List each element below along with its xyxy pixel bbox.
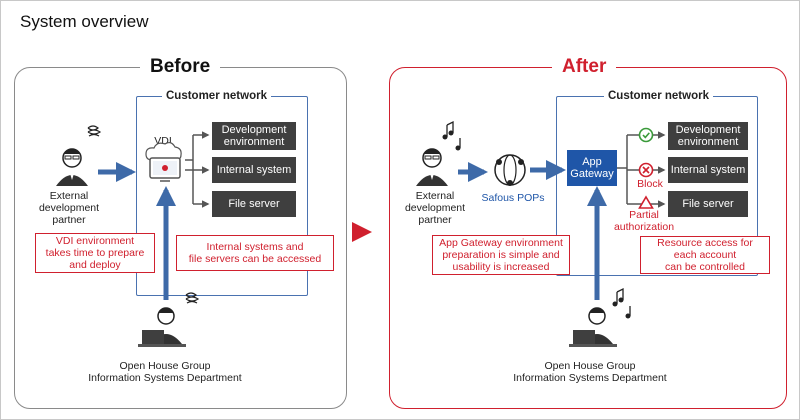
partial-triangle-icon: [638, 195, 654, 209]
after-heading: After: [552, 56, 617, 78]
after-dest-development: Development environment: [668, 122, 748, 150]
after-dest-file-server: File server: [668, 191, 748, 217]
after-customer-network-label: Customer network: [604, 89, 713, 103]
before-partner-stress-icon: [87, 125, 102, 137]
before-customer-network-label: Customer network: [162, 89, 271, 103]
before-partner-label: External development partner: [38, 190, 100, 226]
block-label: Block: [637, 178, 663, 190]
after-partner-person-icon: [416, 148, 448, 186]
after-callout-gateway: App Gateway environment preparation is s…: [432, 235, 570, 275]
before-dest-development: Development environment: [212, 122, 296, 150]
after-department-person-icon: [569, 307, 617, 347]
after-partner-music-icon: [442, 120, 461, 151]
block-x-icon: [638, 162, 654, 178]
before-department-label: Open House Group Information Systems Dep…: [88, 360, 242, 384]
after-department-label: Open House Group Information Systems Dep…: [513, 360, 667, 384]
app-gateway-box: App Gateway: [567, 150, 617, 186]
before-callout-access: Internal systems and file servers can be…: [176, 235, 334, 271]
after-department-music-icon: [612, 287, 631, 319]
before-dest-arrows: [185, 131, 210, 208]
before-callout-vdi: VDI environment takes time to prepare an…: [35, 233, 155, 273]
safous-pops-label: Safous POPs: [481, 192, 545, 204]
after-partner-label: External development partner: [404, 190, 466, 226]
figure-title: System overview: [20, 12, 149, 31]
partial-authorization-label: Partial authorization: [613, 209, 675, 233]
vdi-cloud-icon: [145, 141, 182, 182]
before-dest-internal-system: Internal system: [212, 157, 296, 183]
check-icon: [638, 127, 654, 143]
after-dest-internal-system: Internal system: [668, 157, 748, 183]
before-dest-file-server: File server: [212, 191, 296, 217]
before-department-person-icon: [138, 307, 186, 347]
before-department-stress-icon: [185, 292, 200, 304]
before-heading: Before: [140, 56, 221, 78]
before-partner-person-icon: [56, 148, 88, 186]
after-callout-access-control: Resource access for each account can be …: [640, 236, 770, 274]
safous-pops-icon: [494, 154, 526, 186]
